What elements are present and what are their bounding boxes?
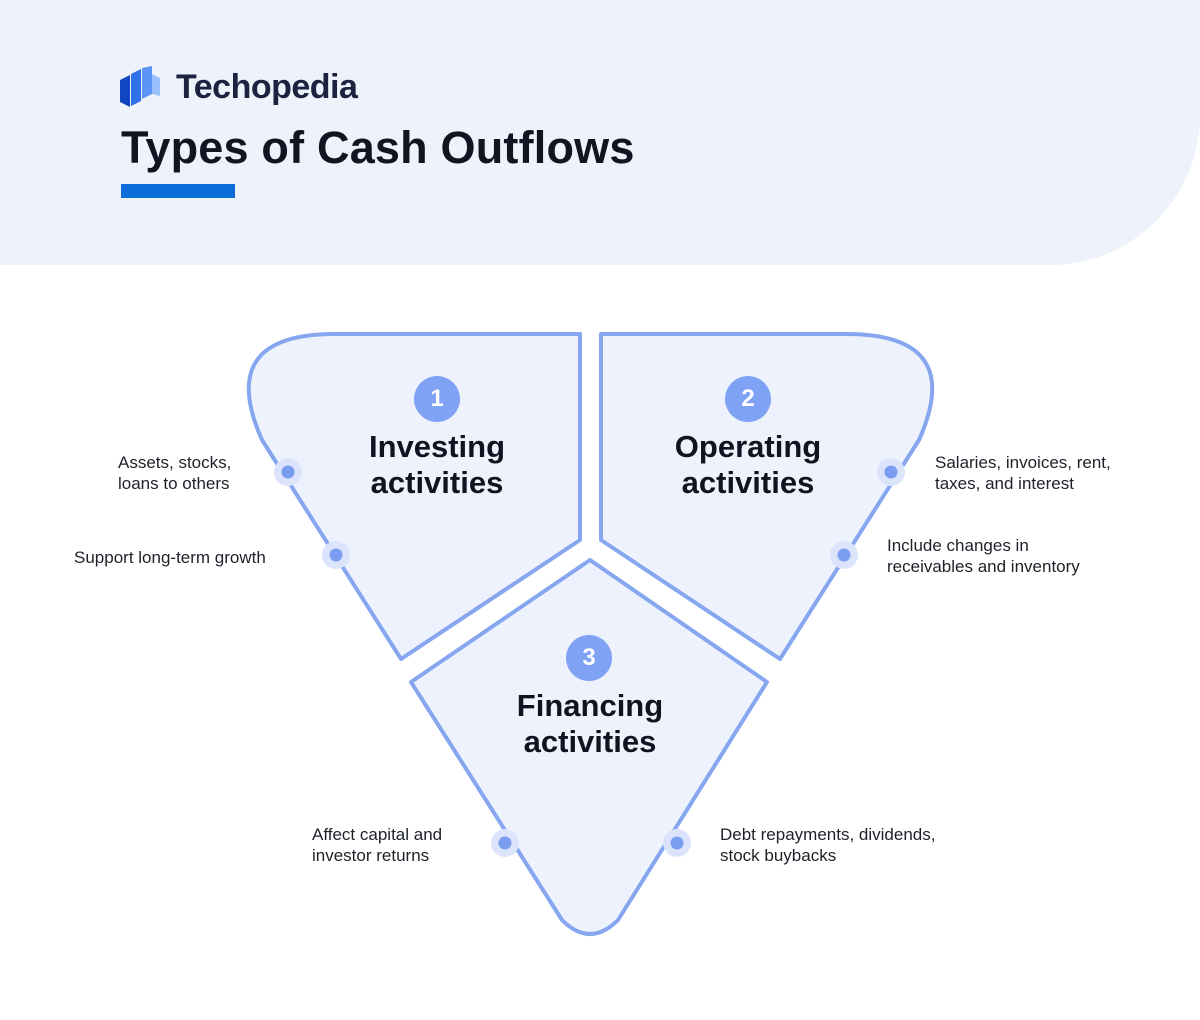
note-financing-capital: Affect capital and investor returns — [312, 825, 443, 865]
brand-logo: Techopedia — [120, 66, 358, 108]
segment-operating-shape — [599, 332, 935, 661]
segment-number-badge: 3 — [566, 635, 612, 681]
note-investing-growth: Support long-term growth — [74, 548, 266, 567]
segment-number-badge: 1 — [414, 376, 460, 422]
note-financing-debt: Debt repayments, dividends, stock buybac… — [720, 825, 936, 865]
connector-dot — [830, 541, 858, 569]
segment-title-operating: Operating activities — [674, 429, 822, 500]
connector-dots — [274, 458, 905, 857]
techopedia-logo-icon — [120, 66, 160, 107]
connector-dot — [274, 458, 302, 486]
header-background — [0, 0, 1200, 265]
segment-financing-shape — [409, 558, 769, 936]
segment-title-investing: Investing activities — [368, 429, 506, 500]
connector-dot — [663, 829, 691, 857]
page-title: Types of Cash Outflows — [121, 122, 635, 173]
note-operating-salaries: Salaries, invoices, rent, taxes, and int… — [935, 453, 1111, 493]
segment-investing-shape — [246, 332, 582, 661]
note-investing-assets: Assets, stocks, loans to others — [118, 453, 232, 493]
title-underline — [121, 184, 235, 198]
connector-dot — [877, 458, 905, 486]
segment-number-badge: 2 — [725, 376, 771, 422]
note-operating-receivables: Include changes in receivables and inven… — [887, 536, 1080, 576]
connector-dot — [322, 541, 350, 569]
segment-title-financing: Financing activities — [516, 688, 664, 759]
brand-name: Techopedia — [176, 67, 358, 106]
connector-dot — [491, 829, 519, 857]
